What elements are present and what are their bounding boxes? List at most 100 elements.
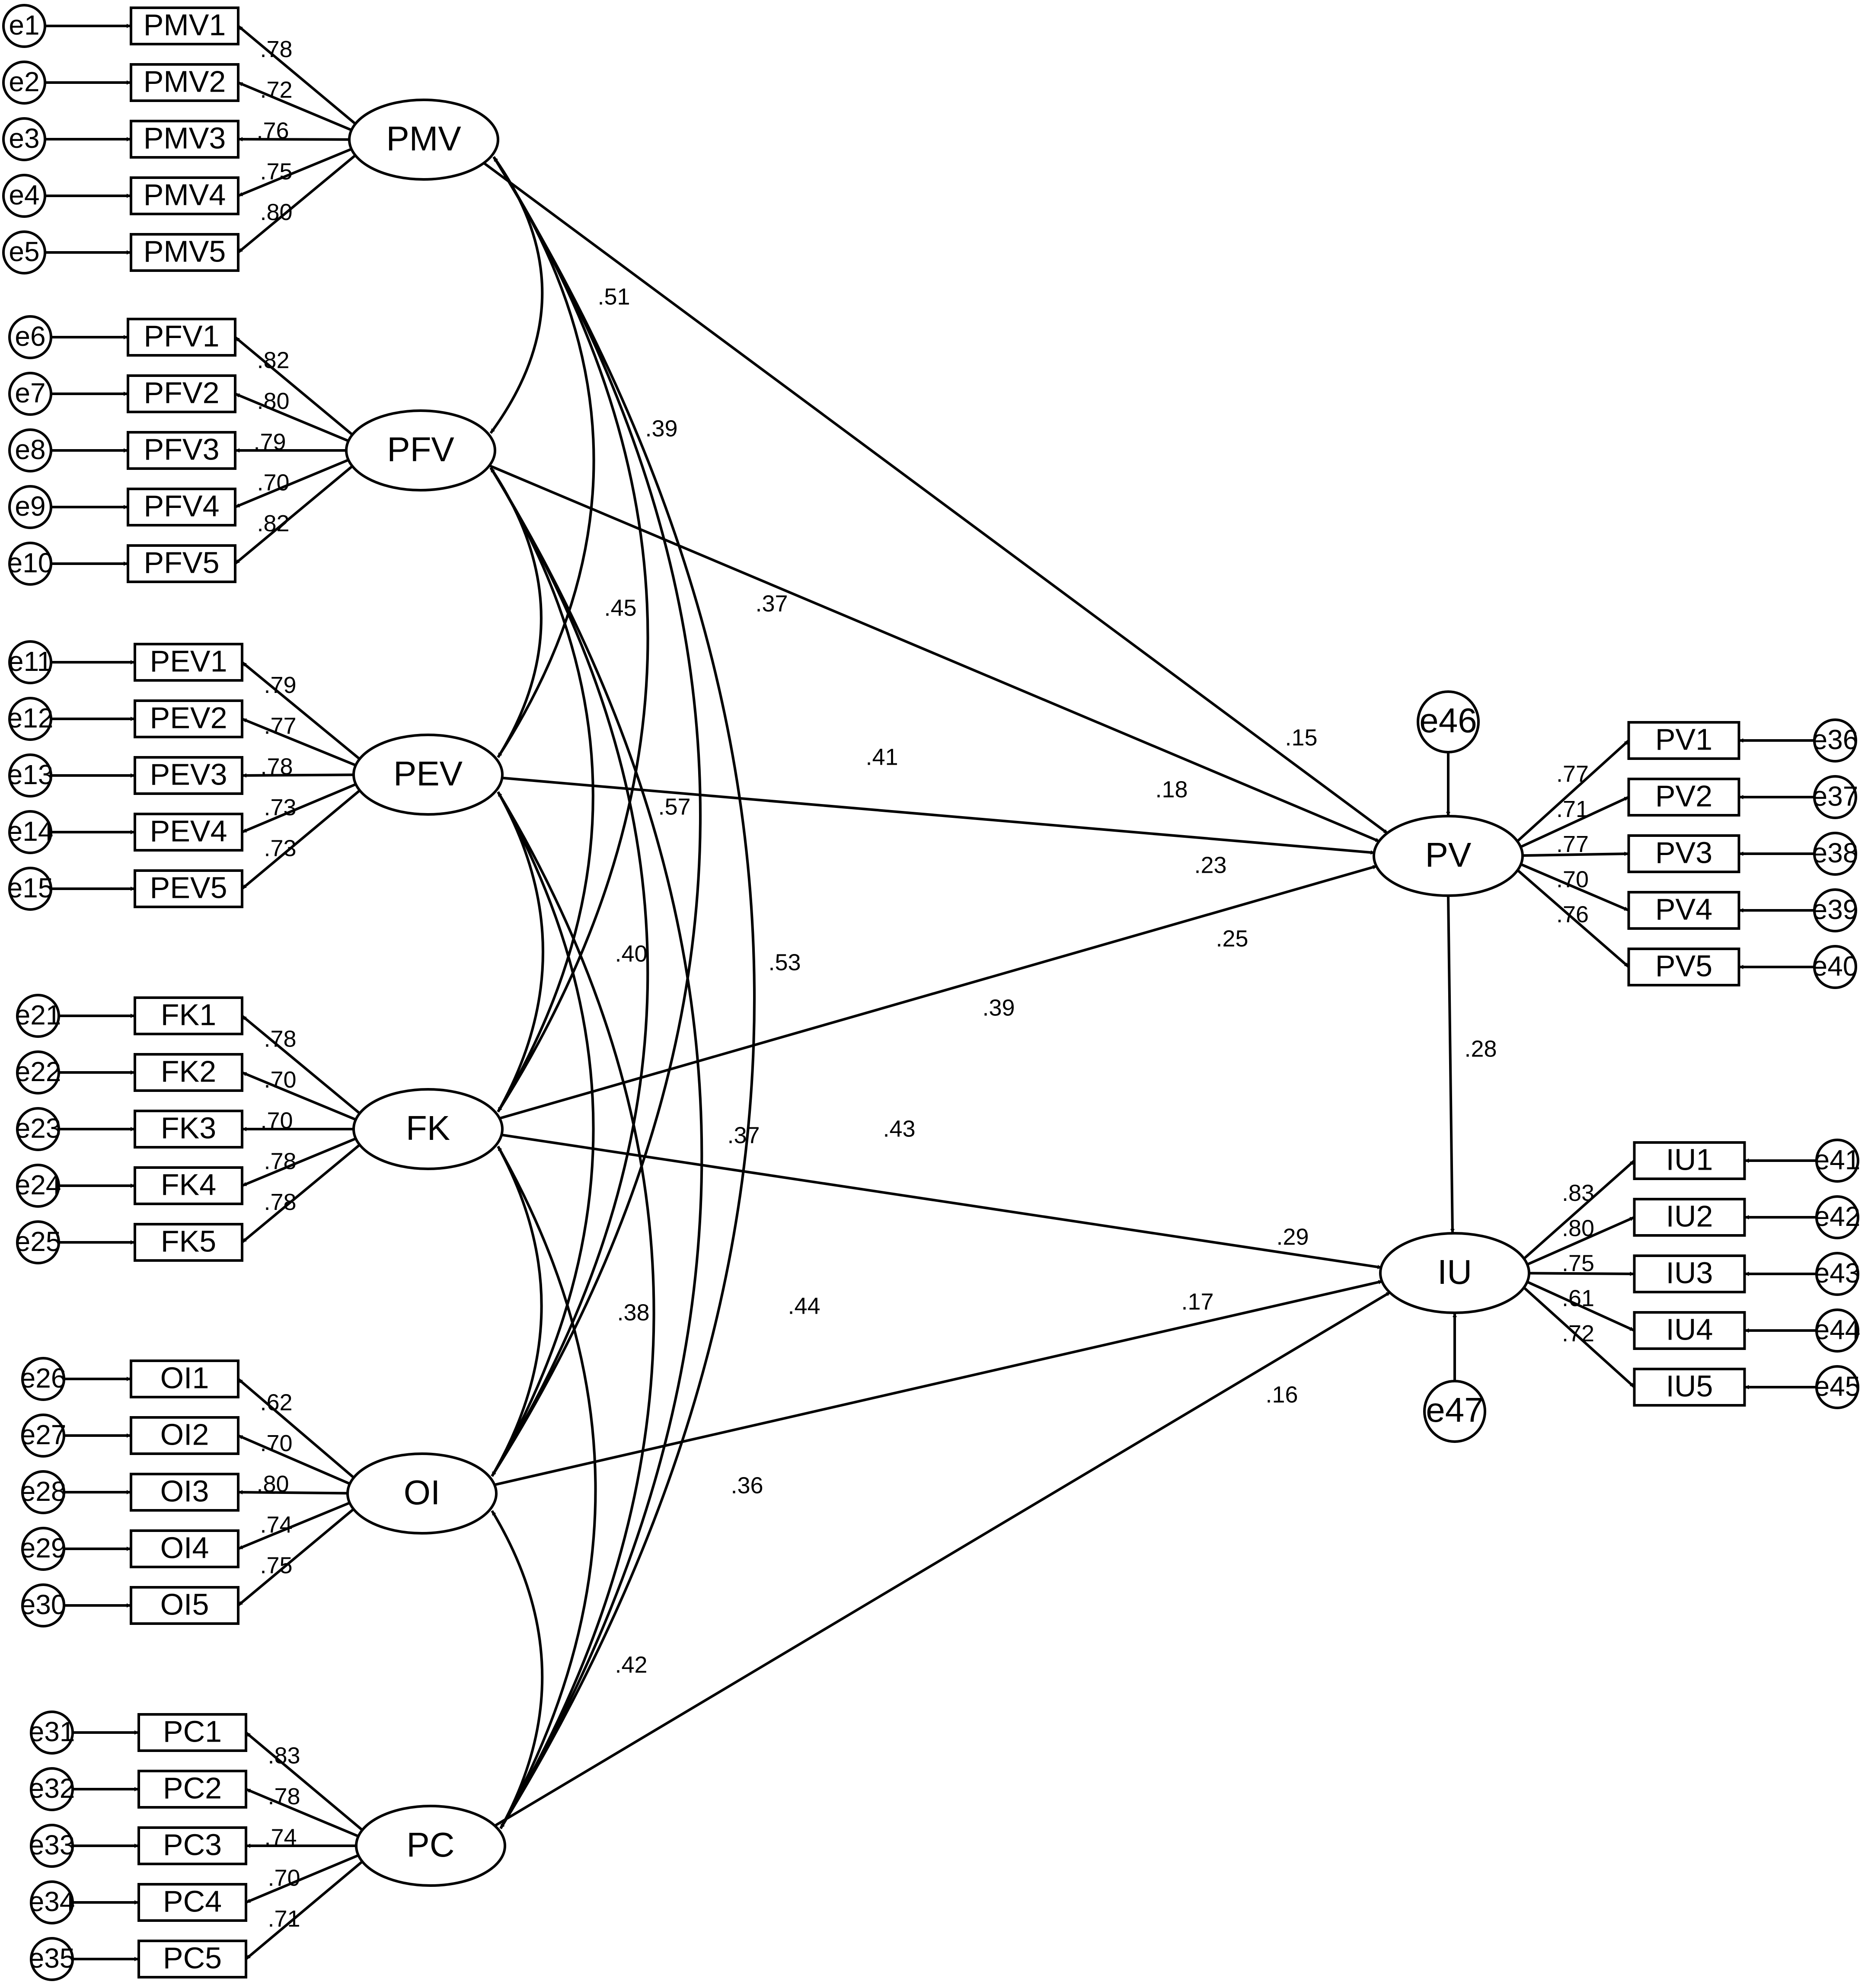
- error-circle-e24: [16, 1164, 60, 1208]
- covariance-value-pmv-pc: .39: [982, 995, 1015, 1021]
- error-label-e22: e22: [15, 1056, 61, 1087]
- indicator-box-pfv3: [127, 431, 236, 470]
- error-circle-e36: [1813, 718, 1857, 763]
- indicator-label-pfv2: PFV2: [144, 376, 219, 409]
- error-label-e33: e33: [29, 1829, 75, 1860]
- error-label-e44: e44: [1814, 1314, 1861, 1345]
- error-label-e29: e29: [20, 1532, 67, 1564]
- loading-arrow-iu4: [1522, 1279, 1635, 1332]
- error-label-e11: e11: [8, 646, 52, 677]
- indicator-label-pc2: PC2: [163, 1771, 222, 1805]
- error-circle-e37: [1813, 775, 1857, 819]
- error-circle-e39: [1813, 888, 1857, 932]
- path-value-pmv-pv: .15: [1285, 724, 1317, 750]
- indicator-box-iu1: [1633, 1141, 1746, 1180]
- indicator-box-pv3: [1627, 834, 1740, 873]
- loading-arrow-iu5: [1522, 1286, 1635, 1388]
- loading-arrow-pev2: [241, 718, 363, 769]
- error-circle-e22: [16, 1050, 60, 1095]
- error-label-e1: e1: [9, 10, 39, 41]
- indicator-label-pv4: PV4: [1655, 892, 1712, 926]
- indicator-label-pmv3: PMV3: [144, 121, 226, 155]
- indicator-box-fk5: [134, 1223, 243, 1262]
- error-label-e15: e15: [7, 872, 54, 903]
- loading-value-pc1: .83: [268, 1743, 300, 1769]
- covariance-arc-oi-pc: [491, 1510, 544, 1829]
- error-circle-e38: [1813, 832, 1857, 876]
- loading-arrow-pmv5: [237, 152, 359, 254]
- covariance-value-pfv-pc: .43: [883, 1116, 915, 1142]
- error-label-e37: e37: [1812, 781, 1858, 812]
- loading-arrow-pv3: [1516, 852, 1629, 857]
- error-circle-e12: [8, 697, 52, 741]
- error-label-e4: e4: [9, 179, 39, 211]
- covariance-arc-fk-oi: [491, 1146, 543, 1477]
- covariance-value-oi-pc: .42: [615, 1652, 647, 1678]
- error-circle-e42: [1815, 1195, 1859, 1239]
- error-label-e7: e7: [15, 377, 45, 408]
- error-circle-e25: [16, 1220, 60, 1264]
- error-label-e41: e41: [1814, 1144, 1861, 1175]
- indicator-box-pc3: [137, 1826, 247, 1865]
- indicator-box-pv1: [1627, 721, 1740, 760]
- covariance-value-pev-fk: .40: [615, 941, 647, 967]
- indicator-label-pmv2: PMV2: [144, 64, 226, 98]
- indicator-box-iu3: [1633, 1254, 1746, 1293]
- loading-value-fk4: .78: [264, 1149, 296, 1174]
- error-circle-e44: [1815, 1308, 1859, 1353]
- loading-value-pmv1: .78: [260, 36, 292, 62]
- path-value-oi-iu: .17: [1181, 1289, 1213, 1315]
- error-label-e25: e25: [15, 1226, 61, 1257]
- loading-value-iu4: .61: [1562, 1286, 1594, 1312]
- loading-arrow-iu3: [1523, 1271, 1635, 1276]
- covariance-value-fk-pc: .36: [731, 1472, 763, 1498]
- error-circle-e1: [2, 4, 46, 48]
- indicator-box-pmv4: [130, 176, 239, 215]
- loading-value-iu3: .75: [1562, 1251, 1594, 1276]
- error-circle-e11: [8, 640, 52, 684]
- indicator-box-oi1: [130, 1359, 239, 1398]
- error-label-e5: e5: [9, 236, 39, 267]
- loading-arrow-pev1: [241, 661, 363, 763]
- loading-value-pmv3: .76: [256, 118, 289, 144]
- indicator-box-fk1: [134, 996, 243, 1035]
- loading-arrow-pv2: [1516, 796, 1629, 850]
- latent-label-pfv: PFV: [387, 430, 454, 469]
- covariance-arc-pmv-pev: [492, 156, 595, 758]
- latent-label-oi: OI: [404, 1473, 440, 1512]
- loading-value-iu2: .80: [1562, 1215, 1594, 1241]
- error-label-e24: e24: [15, 1169, 61, 1200]
- loading-value-pv2: .71: [1556, 796, 1589, 822]
- indicator-label-fk5: FK5: [161, 1224, 216, 1258]
- loading-arrow-pfv5: [234, 463, 356, 565]
- loading-value-pmv5: .80: [260, 199, 292, 225]
- error-label-e10: e10: [7, 547, 54, 578]
- indicator-label-pev1: PEV1: [150, 644, 227, 678]
- latent-ellipse-pmv: [348, 99, 499, 181]
- covariance-value-pev-oi: .37: [727, 1122, 760, 1148]
- covariance-arc-pfv-fk: [489, 467, 594, 1113]
- loading-arrow-pmv2: [237, 81, 359, 134]
- loading-arrow-pmv3: [238, 137, 358, 142]
- covariance-arc-pev-fk: [497, 791, 544, 1113]
- covariance-arc-pmv-pc: [492, 156, 756, 1829]
- error-circle-e40: [1813, 945, 1857, 989]
- indicator-box-pev5: [134, 869, 243, 908]
- loading-value-pev3: .78: [260, 754, 293, 780]
- error-circle-e8: [8, 428, 52, 472]
- loading-value-oi4: .74: [260, 1512, 292, 1538]
- loading-arrow-pv1: [1515, 739, 1630, 843]
- error-label-e32: e32: [29, 1773, 75, 1804]
- indicator-box-pv4: [1627, 891, 1740, 930]
- indicator-label-iu4: IU4: [1666, 1312, 1713, 1346]
- indicator-box-pmv3: [130, 120, 239, 159]
- indicator-box-fk3: [134, 1110, 243, 1149]
- covariance-arc-pfv-pc: [489, 467, 703, 1829]
- loading-value-pmv2: .72: [260, 77, 292, 103]
- loading-arrow-oi3: [238, 1490, 357, 1495]
- error-label-e30: e30: [20, 1589, 67, 1620]
- error-circle-e28: [21, 1470, 65, 1514]
- loading-value-iu1: .83: [1562, 1180, 1594, 1206]
- error-label-e6: e6: [15, 321, 45, 352]
